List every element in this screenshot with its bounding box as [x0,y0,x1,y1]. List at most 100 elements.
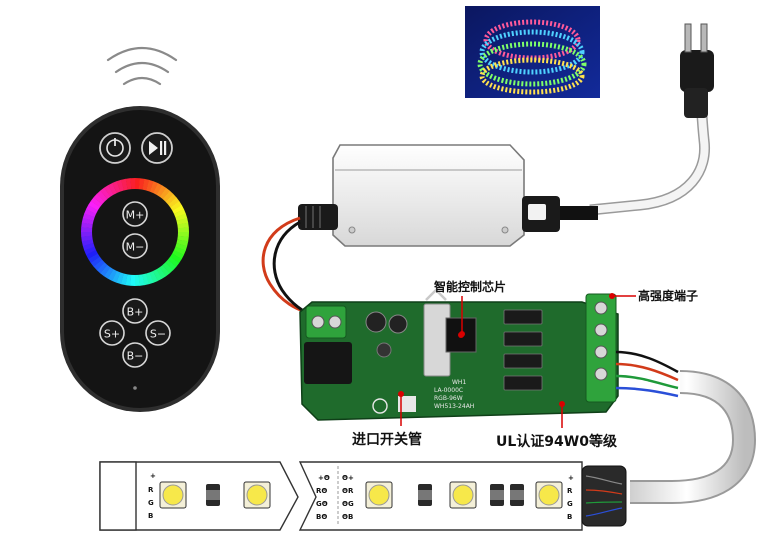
pin-g-mid2: ΘG [342,500,354,508]
brightness-down-button[interactable]: B− [122,342,148,368]
color-wheel-segment [116,272,124,285]
color-wheel-segment [142,273,149,286]
color-wheel-segment [85,250,98,259]
pin-plus-mid: +Θ [318,474,330,482]
pin-g-mid: GΘ [316,500,328,508]
pin-r: R [148,486,154,494]
callout-terminal: 高强度端子 [609,288,698,303]
resistor [418,484,432,506]
color-wheel-segment [159,187,170,200]
color-wheel-segment [86,204,98,214]
color-wheel-ring[interactable] [81,178,189,286]
mode-up-button[interactable]: M+ [122,201,148,227]
chip-label: 智能控制芯片 [433,279,506,294]
pin-plus-right: + [568,474,574,482]
color-wheel-segment [173,209,186,218]
led-chip [243,481,271,509]
led-strip-left: + R G B [99,461,299,531]
color-wheel-segment [81,239,94,246]
pin-b: B [148,512,153,520]
color-wheel-segment [82,213,95,221]
color-wheel-segment [153,183,163,195]
brightness-up-label: B+ [127,306,144,319]
speed-up-button[interactable]: S+ [99,320,125,346]
color-wheel-segment [84,246,97,255]
color-wheel-segment [176,218,189,225]
speed-down-button[interactable]: S− [145,320,171,346]
color-wheel-segment [100,264,111,277]
pin-r-right: R [567,487,573,495]
color-wheel-segment [81,231,93,237]
power-plug [589,23,714,216]
color-wheel-segment [81,235,93,242]
pin-r-mid: RΘ [316,487,327,495]
resistor [510,484,524,506]
board-print-1: WH1 [452,379,466,386]
led-chip [365,481,393,509]
controller-box [298,144,598,247]
color-wheel-segment [112,181,121,194]
color-wheel-segment [135,178,140,190]
board-print-2: LA-0000C [434,387,463,394]
color-wheel-segment [93,259,105,271]
terminal-label: 高强度端子 [638,288,698,303]
color-wheel-segment [172,205,185,214]
callout-chip: 智能控制芯片 [433,279,506,337]
color-wheel-segment [96,262,108,274]
color-wheel-segment [90,197,103,208]
brightness-up-button[interactable]: B+ [122,298,148,324]
color-wheel-segment [96,190,108,202]
color-wheel-segment [177,222,189,229]
color-wheel-segment [153,269,162,282]
color-wheel-segment [125,178,132,190]
color-wheel-segment [88,253,100,263]
resistor [490,484,504,506]
color-wheel-segment [162,262,174,274]
color-wheel-segment [170,253,182,264]
color-wheel-segment [165,259,177,271]
ul-cert-label: UL认证94W0等级 [496,433,618,450]
color-wheel-segment [162,190,174,202]
callout-switch-tube: 进口开关管 [352,391,422,448]
color-wheel-segment [175,243,188,251]
mode-down-button[interactable]: M− [122,233,148,259]
led-reel-photo [465,6,600,98]
color-wheel-segment [100,187,111,200]
led-chip [159,481,187,509]
color-wheel-segment [177,227,189,233]
pin-g-right: G [567,500,573,508]
color-wheel-segment [156,267,166,279]
color-wheel-segment [104,185,114,197]
led-chip [535,481,563,509]
mode-down-label: M− [126,241,145,254]
led-chip [449,481,477,509]
color-wheel-segment [82,242,95,251]
pin-plus: + [150,472,156,480]
color-wheel-segment [156,185,167,197]
color-wheel-segment [173,246,186,256]
led-indicator [133,386,137,390]
color-wheel-segment [81,217,94,225]
color-wheel-segment [167,197,180,208]
color-wheel-segment [84,208,97,218]
led-strip-right: +Θ RΘ GΘ BΘ Θ+ ΘR ΘG ΘB + R G B [298,461,583,531]
color-wheel-segment [149,181,159,194]
pin-b-mid2: ΘB [342,513,353,521]
color-wheel-segment [120,273,128,286]
color-wheel-segment [159,264,170,277]
wireless-signal-icon [106,47,178,86]
color-wheel-segment [165,193,177,205]
pin-r-mid2: ΘR [342,487,354,495]
color-wheel-segment [172,250,184,260]
pin-b-right: B [567,513,572,521]
play-pause-button[interactable] [141,132,173,164]
pin-g: G [148,499,154,507]
color-wheel-segment [90,256,103,267]
color-wheel-segment [138,274,145,286]
color-wheel-segment [145,272,154,285]
power-button[interactable] [99,132,131,164]
speed-up-label: S+ [104,328,120,341]
pin-plus-mid2: Θ+ [342,474,354,482]
resistor [206,484,220,506]
color-wheel-segment [170,201,182,211]
